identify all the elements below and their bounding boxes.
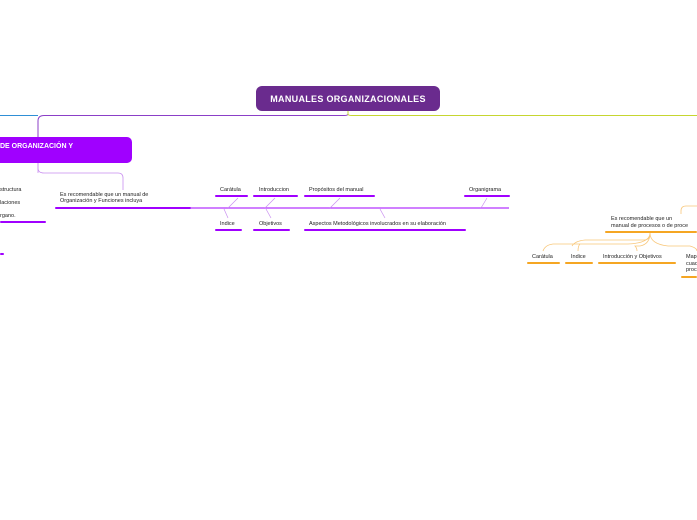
process-spine-line [542,232,697,252]
process-item-mapa-line3[interactable]: proc [686,267,697,273]
left-item-estructura[interactable]: structura [0,187,22,193]
process-intro-underline [605,231,697,233]
root-node-manuales-organizacionales[interactable]: MANUALES ORGANIZACIONALES [256,86,440,111]
process-item-indice[interactable]: Indice [571,254,586,260]
org-item-propositos[interactable]: Propósitos del manual [309,187,364,193]
org-item-objetivos-underline [253,229,290,231]
process-item-intro-objetivos[interactable]: Introducción y Objetivos [603,254,662,260]
org-item-propositos-underline [304,195,375,197]
yellow-green-branch-line [347,111,697,116]
conn-objetivos [265,208,272,219]
left-stub-underline [0,253,4,255]
process-item-intro-objetivos-underline [598,262,676,264]
org-item-indice[interactable]: Indice [220,221,235,227]
org-intro-line2[interactable]: Organización y Funciones incluya [60,198,143,204]
org-item-caratula[interactable]: Carátula [220,187,241,193]
org-item-objetivos[interactable]: Objetivos [259,221,282,227]
conn-organigrama [480,197,488,209]
org-item-organigrama-underline [464,195,510,197]
conn-introduccion [264,197,276,209]
topic-title: DE ORGANIZACIÓN Y [0,143,73,150]
root-to-main-topic-line [37,111,349,137]
topic-manual-organizacion[interactable]: DE ORGANIZACIÓN Y [0,137,132,163]
org-item-aspectos-underline [304,229,466,231]
left-item-relaciones[interactable]: laciones [0,200,21,206]
org-item-indice-underline [215,229,242,231]
process-item-mapa-underline [681,276,697,278]
conn-process-indice [577,243,581,252]
process-intro-line2[interactable]: manual de procesos o de proce [611,223,689,229]
main-topic-to-org-intro-line [37,163,124,190]
conn-indice [223,208,229,219]
left-item-underline [0,221,46,223]
process-item-caratula[interactable]: Carátula [532,254,553,260]
org-item-organigrama[interactable]: Organigrama [469,187,502,193]
org-intro-underline [55,207,191,209]
root-node-title: MANUALES ORGANIZACIONALES [270,93,426,104]
left-item-organo[interactable]: rgano. [0,213,16,219]
org-item-introduccion-underline [253,195,298,197]
conn-propositos [329,197,341,209]
process-intro-line1[interactable]: Es recomendable que un [611,216,673,222]
process-item-indice-underline [565,262,593,264]
org-item-aspectos[interactable]: Aspectos Metodológicos involucrados en s… [309,221,446,227]
org-intro-line1[interactable]: Es recomendable que un manual de [60,192,149,198]
org-item-introduccion[interactable]: Introduccion [259,187,289,193]
process-item-caratula-underline [527,262,560,264]
process-item-mapa-line1[interactable]: Map [686,254,697,260]
org-item-caratula-underline [215,195,248,197]
process-item-mapa-line2[interactable]: cuad [686,261,697,267]
conn-caratula [227,197,239,209]
process-branch-top-line [680,205,697,214]
conn-aspectos [379,208,386,219]
